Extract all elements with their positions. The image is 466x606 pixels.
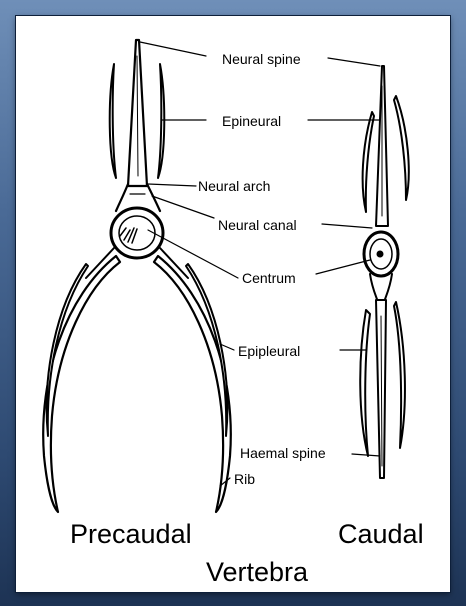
label-haemal-spine: Haemal spine	[240, 445, 326, 461]
precaudal-epineural-right	[158, 64, 164, 178]
label-centrum: Centrum	[242, 270, 296, 286]
caudal-epipleural-right	[394, 302, 405, 448]
diagram-panel: Neural spine Epineural Neural arch Neura…	[16, 16, 450, 592]
precaudal-epineural-left	[110, 64, 116, 178]
caption-vertebra: Vertebra	[206, 557, 308, 587]
caudal-vertebra	[360, 66, 409, 478]
caudal-epineural-right	[394, 96, 409, 200]
label-epipleural: Epipleural	[238, 343, 300, 359]
caption-caudal: Caudal	[338, 519, 424, 549]
label-epineural: Epineural	[222, 113, 281, 129]
precaudal-rib-left	[43, 256, 120, 512]
label-neural-spine: Neural spine	[222, 51, 301, 67]
label-rib: Rib	[234, 471, 255, 487]
caption-precaudal: Precaudal	[70, 519, 192, 549]
caudal-epipleural-left	[360, 310, 370, 456]
vertebra-drawing	[16, 16, 450, 592]
precaudal-vertebra	[43, 40, 231, 512]
caudal-epineural-left	[363, 112, 374, 212]
label-neural-canal: Neural canal	[218, 217, 297, 233]
precaudal-rib-right	[154, 256, 231, 512]
label-neural-arch: Neural arch	[198, 178, 270, 194]
